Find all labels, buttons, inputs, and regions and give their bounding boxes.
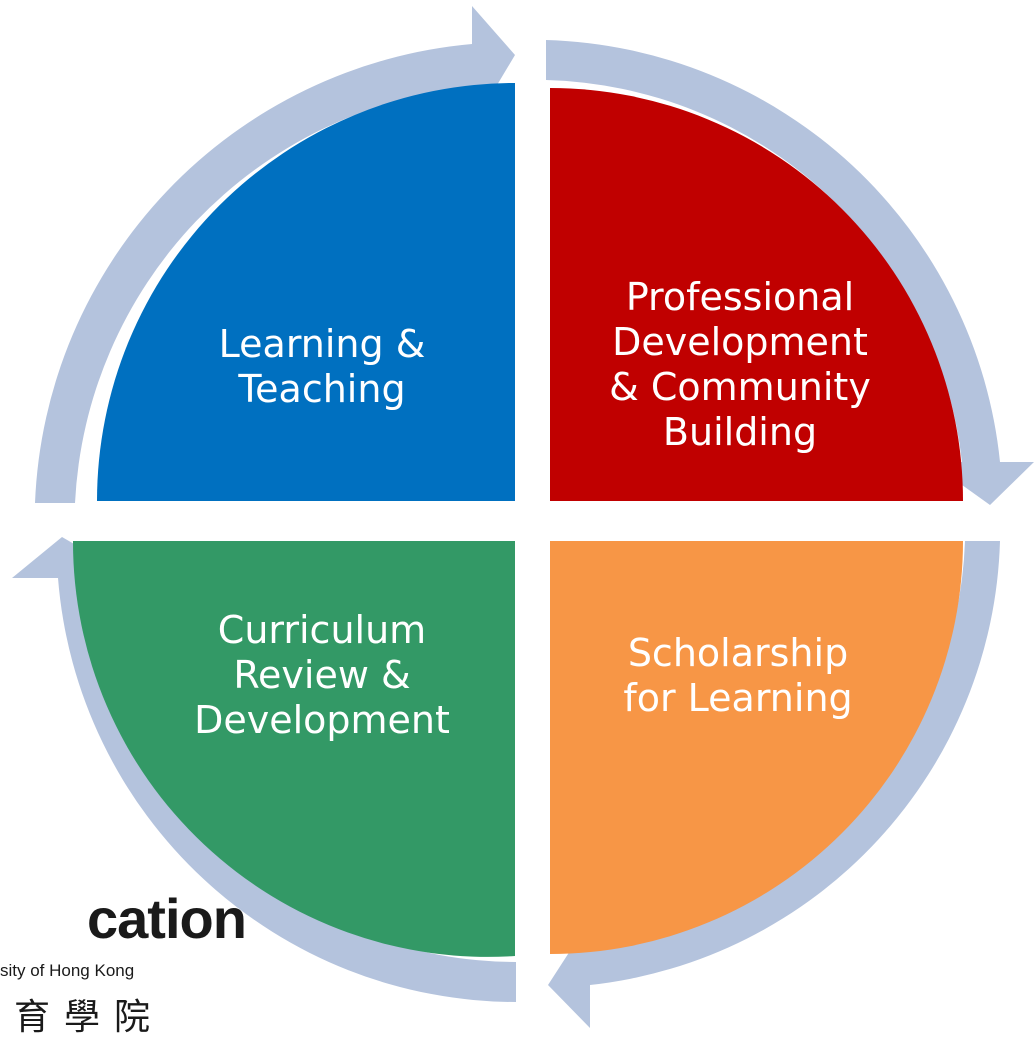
label-curriculum-review: Curriculum Review & Development	[172, 590, 472, 760]
label-line: Professional	[625, 275, 855, 319]
label-line: Building	[662, 410, 818, 454]
logo-text-cjk: 育學院	[14, 996, 165, 1037]
arrow-arc-bottom-right	[548, 541, 1000, 1028]
label-line: Development	[612, 320, 868, 364]
label-line: for Learning	[623, 675, 853, 720]
quadrant-curriculum-review	[72, 541, 515, 957]
label-line: & Community	[609, 365, 871, 409]
arrow-arc-bottom-left	[12, 537, 516, 1002]
label-scholarship: Scholarship for Learning	[588, 618, 888, 733]
logo-text-sub: sity of Hong Kong	[0, 961, 135, 980]
arrow-arc-top-left	[35, 6, 515, 503]
quadrant-learning-teaching	[97, 83, 515, 501]
label-line: Review &	[233, 652, 411, 697]
label-professional-development: Professional Development & Community Bui…	[590, 250, 890, 480]
label-line: Scholarship	[627, 630, 849, 675]
label-learning-teaching: Learning & Teaching	[172, 312, 472, 422]
label-line: Learning &	[218, 322, 426, 366]
label-line: Development	[194, 697, 450, 742]
arrow-arc-top-right	[546, 40, 1034, 505]
label-line: Curriculum	[217, 607, 427, 652]
quadrant-scholarship	[550, 541, 963, 954]
quadrant-professional-development	[550, 88, 963, 501]
label-line: Teaching	[238, 367, 406, 411]
logo-text-main: cation	[87, 887, 247, 950]
